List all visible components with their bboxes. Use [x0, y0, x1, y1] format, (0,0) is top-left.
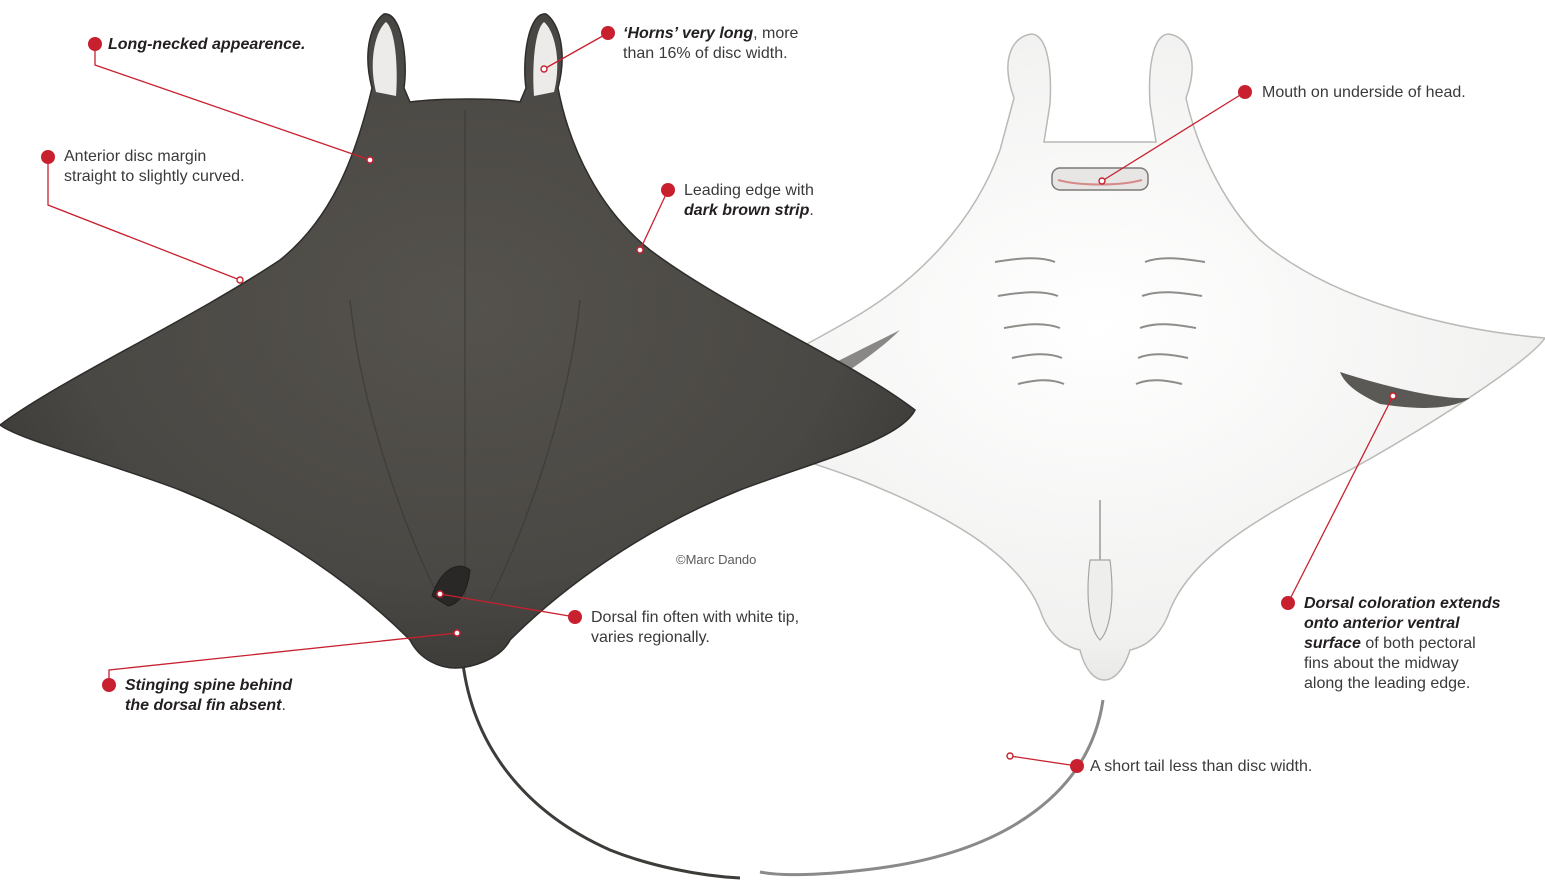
callout-dorsal-fin: Dorsal fin often with white tip, varies …	[591, 608, 799, 648]
callout-mouth-line1: Mouth on underside of head.	[1262, 83, 1466, 103]
callout-short-tail: A short tail less than disc width.	[1090, 757, 1312, 777]
callout-dorsal-line1: Dorsal fin often with white tip,	[591, 608, 799, 628]
callout-leading-bold: dark brown strip	[684, 202, 809, 219]
callout-spine-bold1: Stinging spine behind	[125, 677, 292, 694]
dorsal-tail	[462, 655, 740, 878]
callout-anterior-line1: Anterior disc margin	[64, 147, 245, 167]
dorsal-manta-ray	[0, 14, 915, 878]
callout-horns-line2: than 16% of disc width.	[623, 44, 798, 64]
callout-horns-bold: ‘Horns’ very long	[623, 25, 753, 42]
callout-leading-line1: Leading edge with	[684, 181, 814, 201]
callout-spine-tail: .	[281, 697, 285, 714]
callout-horns-rest: , more	[753, 25, 798, 42]
callout-ventral-bold1: Dorsal coloration extends	[1304, 595, 1501, 612]
callout-ventral-bold2: onto anterior ventral	[1304, 615, 1460, 632]
ventral-tail	[760, 700, 1103, 875]
callout-anterior-margin: Anterior disc margin straight to slightl…	[64, 147, 245, 187]
callout-anterior-line2: straight to slightly curved.	[64, 167, 245, 187]
callout-stinging-spine: Stinging spine behind the dorsal fin abs…	[125, 676, 292, 716]
callout-ventral-line5: along the leading edge.	[1304, 674, 1501, 694]
callout-ventral-bold3: surface	[1304, 635, 1361, 652]
callout-long-neck-bold: Long-necked appearence.	[108, 36, 305, 53]
callout-horns: ‘Horns’ very long, more than 16% of disc…	[623, 24, 798, 64]
callout-spine-bold2: the dorsal fin absent	[125, 697, 281, 714]
callout-long-neck: Long-necked appearence.	[108, 35, 305, 55]
callout-ventral-line4: fins about the midway	[1304, 654, 1501, 674]
callout-ventral-rest3: of both pectoral	[1361, 635, 1476, 652]
callout-ventral-coloration: Dorsal coloration extends onto anterior …	[1304, 594, 1501, 694]
copyright-credit: ©Marc Dando	[676, 552, 756, 567]
callout-leading-tail: .	[809, 202, 813, 219]
callout-mouth: Mouth on underside of head.	[1262, 83, 1466, 103]
callout-tail-line1: A short tail less than disc width.	[1090, 757, 1312, 777]
callout-dorsal-line2: varies regionally.	[591, 628, 799, 648]
callout-leading-edge: Leading edge with dark brown strip.	[684, 181, 814, 221]
